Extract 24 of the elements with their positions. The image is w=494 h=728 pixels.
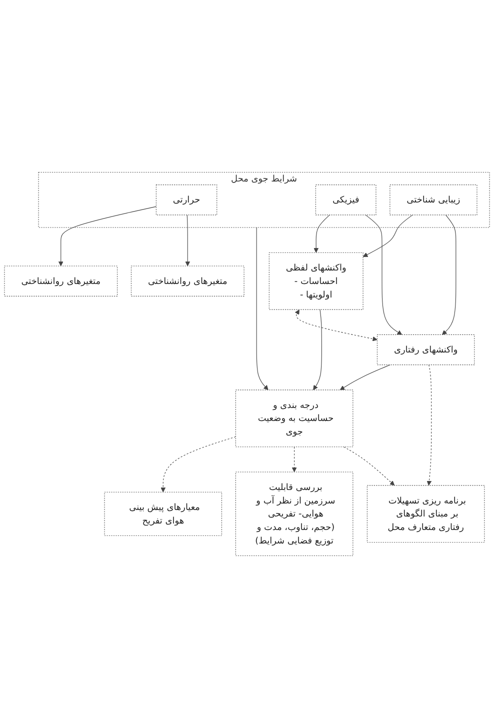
node-box: حرارتی [156, 184, 218, 216]
node-box: واکنشهای لفظی - احساسات - اولویتها [268, 252, 364, 310]
node-box: متغیرهای روانشناختی [130, 266, 244, 296]
arrow [185, 214, 190, 266]
arrow [58, 206, 156, 266]
node-box: برنامه ریزی تسهیلات بر مبنای الگوهای رفتاری متعارف محل [366, 485, 485, 543]
arrow [365, 214, 402, 335]
arrow [256, 227, 268, 390]
arrow [362, 214, 413, 257]
arrow [292, 446, 297, 472]
node-box: واکنشهای رفتاری [376, 334, 475, 366]
arrow [344, 446, 395, 486]
arrow [426, 364, 432, 486]
arrow [313, 309, 322, 390]
node-box: معیارهای پیش بینی هوای تفریح [104, 492, 222, 536]
arrow [160, 436, 236, 492]
arrow [294, 310, 378, 342]
node-box: متغیرهای روانشناختی [4, 266, 118, 296]
arrow [340, 364, 390, 390]
node-box: بررسی قابلیت سرزمین از نظر آب و هوایی- تفریحی (حجم، تناوب، مدت و توزیع فضایی شرایط) [235, 472, 354, 556]
node-box: زیبایی شناختی [390, 184, 478, 216]
node-box: درجه بندی و حساسیت به وضعیت جوی [235, 390, 354, 448]
arrow [314, 214, 330, 253]
node-box: فیزیکی [315, 184, 376, 216]
